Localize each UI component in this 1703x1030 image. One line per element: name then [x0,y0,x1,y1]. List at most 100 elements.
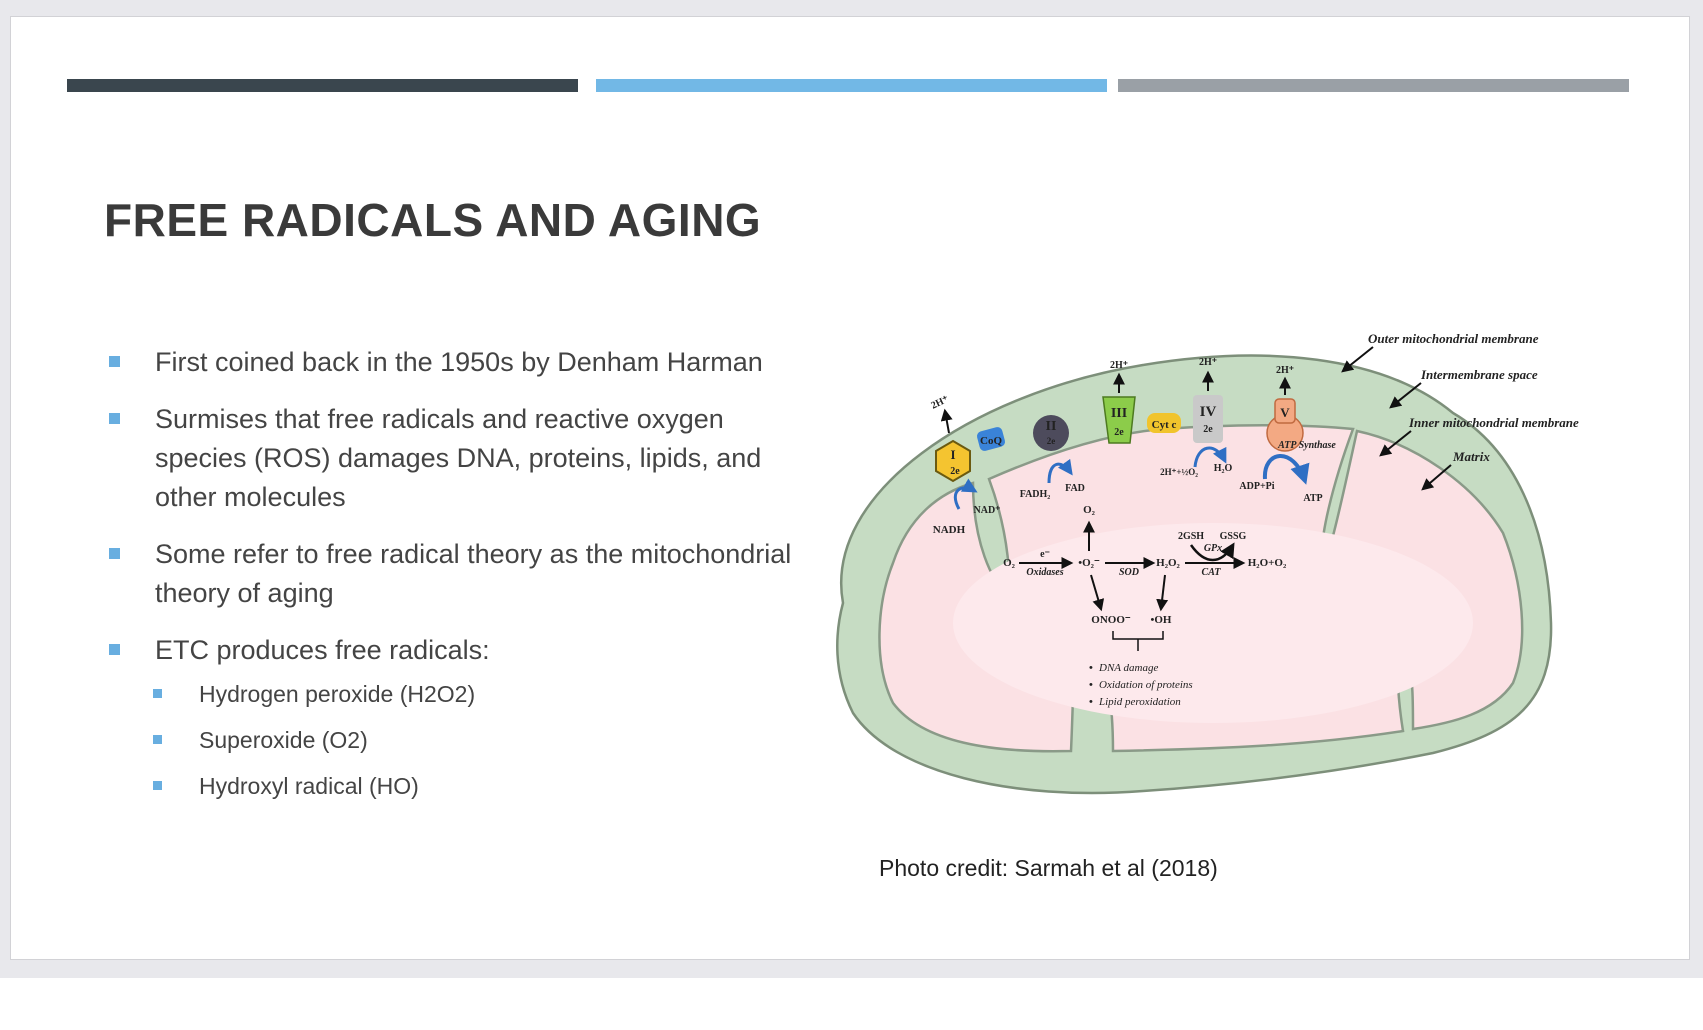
complex-iv-electrons: 2e [1203,424,1213,435]
intermembrane-label: Intermembrane space [1420,367,1538,382]
photo-credit: Photo credit: Sarmah et al (2018) [879,855,1218,881]
window-bottom-band [0,978,1703,1030]
bullet-list: First coined back in the 1950s by Denham… [107,343,807,820]
sub-bullet-text: Hydrogen peroxide (H2O2) [199,681,476,707]
matrix-label: Matrix [1452,449,1490,464]
complex-iii-shape [1102,396,1136,444]
complex-ii-electrons: 2e [1047,436,1056,446]
sub-bullet-text: Superoxide (O2) [199,727,368,753]
sod-label: SOD [1119,567,1139,578]
matrix-highlight [953,523,1473,723]
complex-v-stalk [1274,398,1296,424]
damage-item-3: Lipid peroxidation [1098,696,1181,708]
proton-arrow-i [940,408,953,434]
nadh-label: NADH [933,524,966,536]
slide: FREE RADICALS AND AGING First coined bac… [10,16,1690,960]
sub-bullet-item: Superoxide (O2) [151,724,807,756]
o2-start-label: O₂ [1003,557,1016,569]
nadh-arrow [953,478,978,510]
bullet-marker [109,548,120,559]
adp-arrow [1262,454,1310,485]
o2-arrow [1193,446,1227,468]
mitochondria-diagram: I 2e CoQ II 2e III 2e Cyt c IV 2e V ATP … [836,333,1579,795]
complex-ii-shape [1033,415,1069,451]
atp-label: ATP [1303,493,1322,504]
o2-reduction-label: 2H⁺+½O₂ [1160,467,1198,477]
inner-membrane-label: Inner mitochondrial membrane [1408,415,1579,430]
outer-membrane-label: Outer mitochondrial membrane [1368,333,1539,346]
oh-arrow [1156,574,1169,612]
h2o2-label: H₂O₂ [1156,557,1180,569]
damage-item-2: Oxidation of proteins [1099,679,1193,691]
sub-bullet-text: Hydroxyl radical (HO) [199,773,419,799]
bullet-text: Some refer to free radical theory as the… [155,539,792,608]
bullet-marker [153,689,162,698]
oh-label: •OH [1151,614,1172,626]
bullet-text: ETC produces free radicals: [155,635,490,665]
fad-label: FAD [1065,483,1085,494]
superoxide-label: •O₂⁻ [1078,557,1100,569]
bullet-item: Surmises that free radicals and reactive… [107,400,807,517]
damage-bracket [1112,631,1164,651]
electron-label: e⁻ [1040,549,1050,560]
bullet-text: Surmises that free radicals and reactive… [155,404,762,512]
sub-bullet-item: Hydroxyl radical (HO) [151,770,807,802]
inner-membrane-pointer [1379,430,1412,457]
cytc-shape [1147,413,1181,433]
sub-bullet-list: Hydrogen peroxide (H2O2) Superoxide (O2)… [151,678,807,802]
complex-iv-shape [1193,395,1223,443]
oxidases-label: Oxidases [1026,567,1063,578]
gsh-label: 2GSH [1178,531,1204,542]
bullet-marker [109,356,120,367]
accent-bar-dark [67,79,578,92]
outer-membrane-pointer [1341,346,1374,373]
bullet-item: ETC produces free radicals: Hydrogen per… [107,631,807,802]
gssg-label: GSSG [1220,531,1247,542]
gpx-arrow [1189,542,1235,562]
complex-iv-label: IV [1200,404,1217,420]
complex-v-label: V [1280,405,1290,420]
bullet-marker [109,413,120,424]
damage-bullet: • [1089,696,1093,708]
fadh2-label: FADH₂ [1020,489,1051,500]
damage-item-1: DNA damage [1098,662,1158,674]
complex-ii-label: II [1046,419,1057,434]
complex-iii-label: III [1111,406,1127,421]
accent-bar-blue [596,79,1107,92]
sub-bullet-item: Hydrogen peroxide (H2O2) [151,678,807,710]
bullet-marker [153,781,162,790]
cat-label: CAT [1202,567,1222,578]
damage-bullet: • [1089,662,1093,674]
intermembrane-pointer [1389,382,1422,409]
proton-label-i: 2H⁺ [929,394,950,412]
fadh2-arrow [1047,458,1073,484]
o2-up-label: O₂ [1083,504,1096,516]
onoo-label: ONOO⁻ [1091,614,1131,626]
cytc-label: Cyt c [1152,419,1177,431]
onoo-arrow [1090,574,1105,612]
proton-label-iv: 2H⁺ [1199,357,1217,368]
coq-shape [976,427,1006,451]
nad-label: NAD⁺ [974,505,1001,516]
atp-synthase-label: ATP Synthase [1277,440,1336,451]
proton-label-v: 2H⁺ [1276,365,1294,376]
slide-title: FREE RADICALS AND AGING [104,194,762,246]
complex-i-label: I [950,447,955,462]
accent-bar-gray [1118,79,1629,92]
gpx-label: GPx [1204,543,1222,554]
matrix-pointer [1421,464,1452,491]
bullet-item: First coined back in the 1950s by Denham… [107,343,807,382]
bullet-text: First coined back in the 1950s by Denham… [155,347,763,377]
complex-i-electrons: 2e [950,466,960,477]
bullet-marker [109,644,120,655]
h2o-label: H₂O [1214,463,1233,474]
proton-label-iii: 2H⁺ [1110,360,1128,371]
complex-i-shape [935,439,971,483]
complex-iii-electrons: 2e [1114,427,1124,438]
adp-label: ADP+Pi [1239,481,1274,492]
bullet-item: Some refer to free radical theory as the… [107,535,807,613]
damage-bullet: • [1089,679,1093,691]
bullet-marker [153,735,162,744]
products-label: H₂O+O₂ [1248,557,1287,569]
coq-label: CoQ [980,435,1002,447]
